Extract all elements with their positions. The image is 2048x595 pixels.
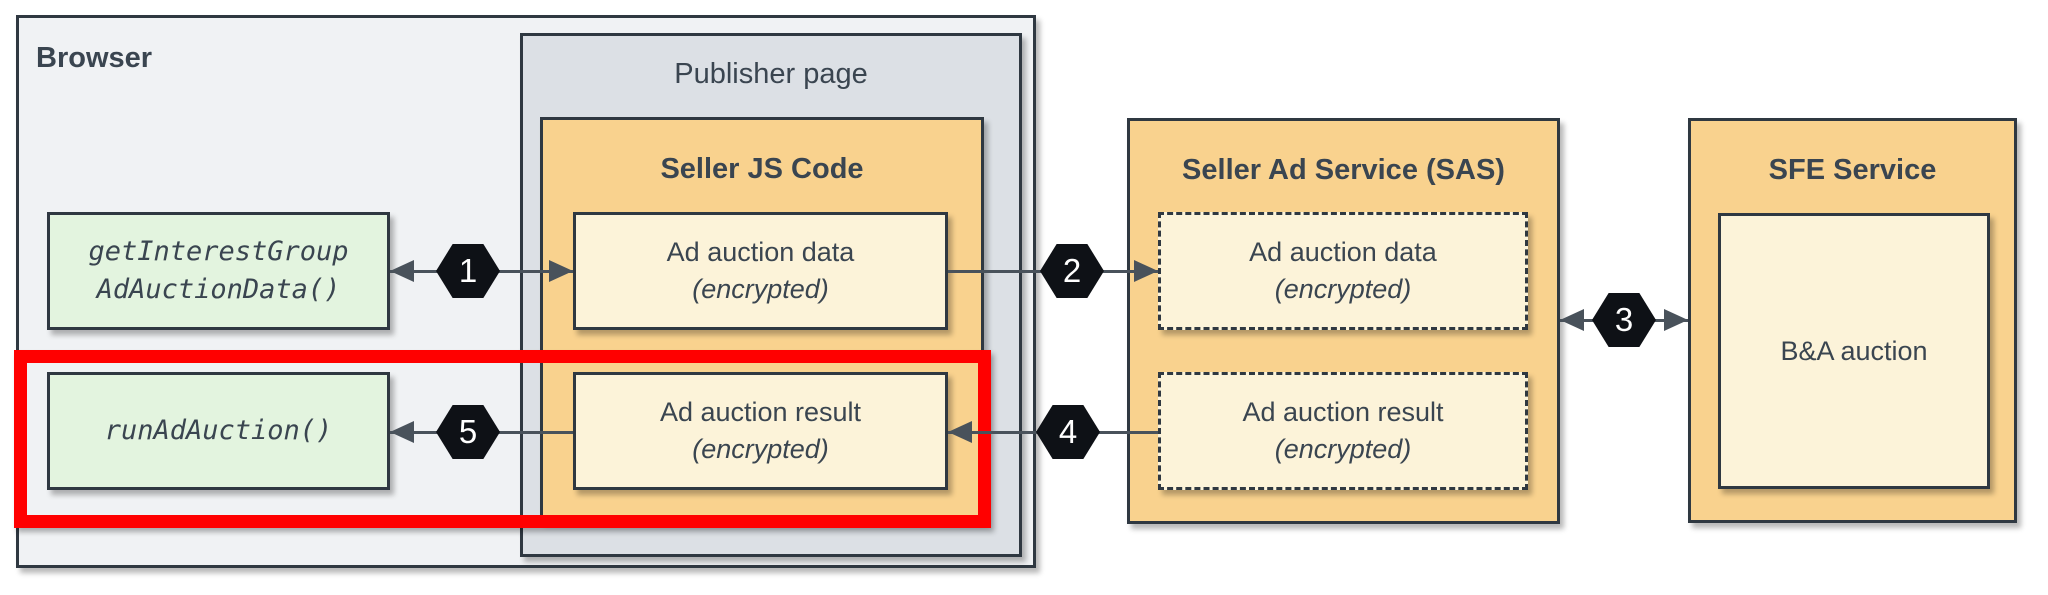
seller-ad-service-title: Seller Ad Service (SAS) bbox=[1182, 154, 1505, 186]
run-ad-auction-node: runAdAuction() bbox=[47, 372, 390, 490]
get-interest-group-line2: AdAuctionData() bbox=[96, 274, 341, 305]
sas-ad-auction-result-line2: (encrypted) bbox=[1274, 434, 1412, 464]
step-5-number: 5 bbox=[458, 413, 478, 450]
step-2-number: 2 bbox=[1062, 252, 1082, 289]
publisher-page-label: Publisher page bbox=[674, 58, 868, 90]
sas-ad-auction-data-line2: (encrypted) bbox=[1274, 274, 1412, 304]
get-interest-group-ad-auction-data-node: getInterestGroup AdAuctionData() bbox=[47, 212, 390, 330]
seller-js-ad-auction-data-node: Ad auction data (encrypted) bbox=[573, 212, 948, 330]
get-interest-group-line1: getInterestGroup bbox=[88, 236, 349, 267]
connector-1-arrowhead-left-icon bbox=[390, 260, 414, 282]
sas-ad-auction-result-node: Ad auction result (encrypted) bbox=[1158, 372, 1528, 490]
sfe-service-title: SFE Service bbox=[1768, 154, 1937, 186]
seller-js-ad-auction-result-line2: (encrypted) bbox=[692, 434, 829, 464]
connector-4-arrowhead-left-icon bbox=[948, 421, 972, 443]
connector-3-arrowhead-right-icon bbox=[1664, 309, 1688, 331]
sas-ad-auction-result-line1: Ad auction result bbox=[1242, 397, 1444, 427]
run-ad-auction-label: runAdAuction() bbox=[104, 415, 333, 446]
ba-auction-label: B&A auction bbox=[1780, 335, 1928, 366]
step-1-number: 1 bbox=[458, 252, 478, 289]
step-3-number: 3 bbox=[1614, 301, 1634, 338]
seller-js-code-title: Seller JS Code bbox=[660, 153, 864, 185]
sas-ad-auction-data-line1: Ad auction data bbox=[1249, 237, 1437, 267]
connector-3-arrowhead-left-icon bbox=[1560, 309, 1584, 331]
seller-js-ad-auction-data-line2: (encrypted) bbox=[692, 274, 829, 304]
seller-js-ad-auction-result-node: Ad auction result (encrypted) bbox=[573, 372, 948, 490]
browser-label: Browser bbox=[36, 42, 153, 74]
highlight-rectangle bbox=[14, 350, 991, 528]
connector-2-arrowhead-right-icon bbox=[1134, 260, 1158, 282]
connector-5-arrowhead-left-icon bbox=[390, 421, 414, 443]
step-4-number: 4 bbox=[1058, 413, 1078, 450]
seller-js-ad-auction-result-line1: Ad auction result bbox=[659, 397, 862, 427]
connector-1-arrowhead-right-icon bbox=[549, 260, 573, 282]
step-2-badge: 2 bbox=[1040, 244, 1104, 298]
step-4-badge: 4 bbox=[1036, 405, 1100, 459]
seller-js-ad-auction-data-line1: Ad auction data bbox=[666, 237, 855, 267]
step-3-badge: 3 bbox=[1592, 293, 1656, 347]
ba-auction-node: B&A auction bbox=[1718, 213, 1990, 489]
sas-ad-auction-data-node: Ad auction data (encrypted) bbox=[1158, 212, 1528, 330]
